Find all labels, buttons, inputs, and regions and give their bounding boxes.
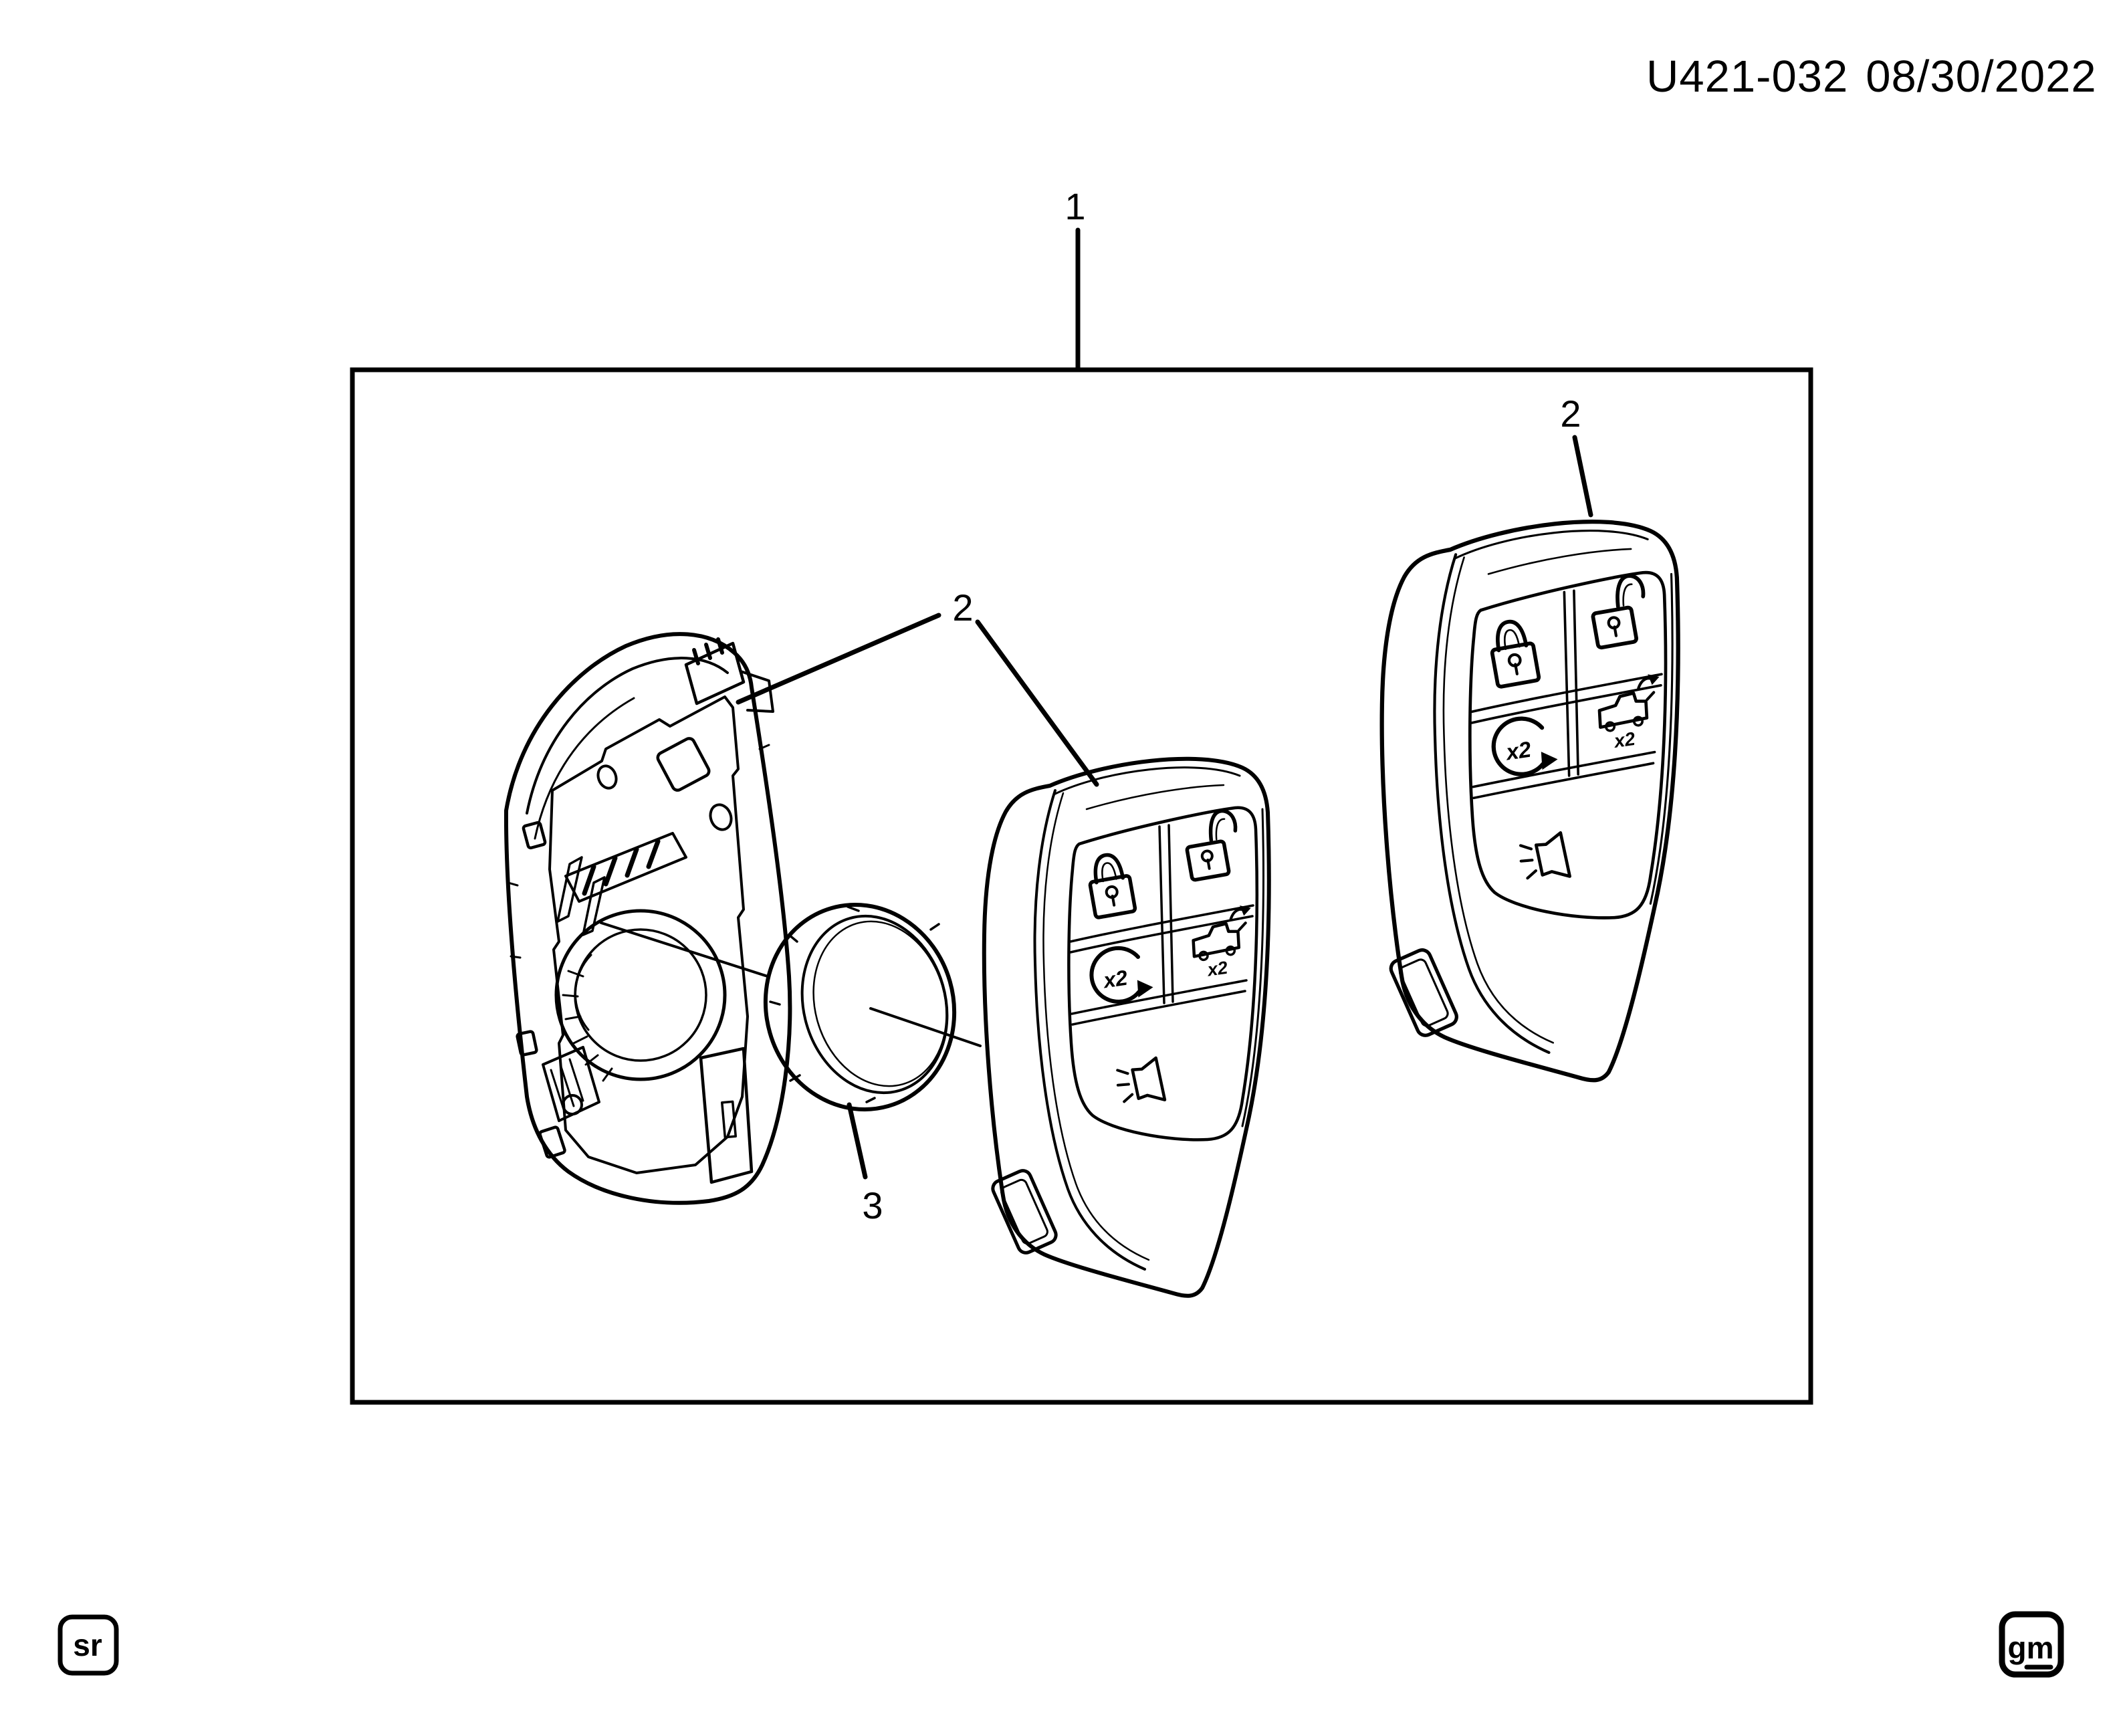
right-plate xyxy=(699,1047,754,1184)
coin-cell-battery xyxy=(763,903,957,1111)
diagonal-slot-2 xyxy=(582,876,606,936)
battery-holder-ring xyxy=(554,909,727,1082)
callout-2-leader-right xyxy=(975,619,1099,787)
diagonal-slot-1 xyxy=(556,856,583,923)
top-connector-block xyxy=(684,637,774,713)
figure-id-and-date: U421-032 08/30/2022 xyxy=(1646,51,2097,102)
callout-3-label: 3 xyxy=(862,1184,883,1226)
transmitter-front-middle xyxy=(984,759,1269,1296)
board-hole-right xyxy=(709,803,733,831)
assembly-leader-segment-left xyxy=(600,921,769,978)
callout-2-right-leader xyxy=(1572,435,1593,518)
figure-date: 08/30/2022 xyxy=(1866,51,2096,102)
assembly-leader-segment-right xyxy=(869,1007,982,1047)
ribbed-connector xyxy=(564,832,687,903)
edge-tick-3 xyxy=(758,744,770,750)
sr-badge-label: sr xyxy=(73,1628,102,1662)
transmitter-back-assembly xyxy=(504,632,792,1205)
sr-badge-frame xyxy=(58,1614,119,1676)
gm-logo-frame xyxy=(1999,1611,2064,1678)
sr-badge: sr xyxy=(58,1614,119,1676)
back-shell-inner-contour xyxy=(526,657,729,815)
battery-face-inner xyxy=(812,920,947,1087)
callout-2-leader-left xyxy=(736,613,941,705)
side-clip-2 xyxy=(516,1030,538,1057)
gm-logo: gm xyxy=(1999,1611,2064,1678)
edge-tick-2 xyxy=(510,955,522,959)
back-shell-inner-contour-2 xyxy=(534,697,635,840)
callout-2-label: 2 xyxy=(952,586,973,629)
square-opening xyxy=(656,737,711,792)
board-hole-left xyxy=(596,764,618,790)
gm-logo-label: gm xyxy=(2008,1630,2054,1665)
callout-1-label: 1 xyxy=(1065,185,1085,227)
battery-face xyxy=(800,914,949,1095)
edge-tick-1 xyxy=(507,881,519,887)
side-clip-1 xyxy=(522,821,547,850)
callout-3-leader xyxy=(847,1102,868,1180)
figure-id: U421-032 xyxy=(1646,51,1848,102)
transmitter-front-right xyxy=(1382,522,1678,1080)
hatched-wedge xyxy=(542,1046,600,1122)
side-clip-3 xyxy=(538,1125,566,1159)
battery-outer-rim xyxy=(763,903,957,1111)
callout-2-right-label: 2 xyxy=(1560,393,1581,435)
back-shell-outline xyxy=(504,632,792,1205)
parts-box-frame xyxy=(350,367,1813,1405)
